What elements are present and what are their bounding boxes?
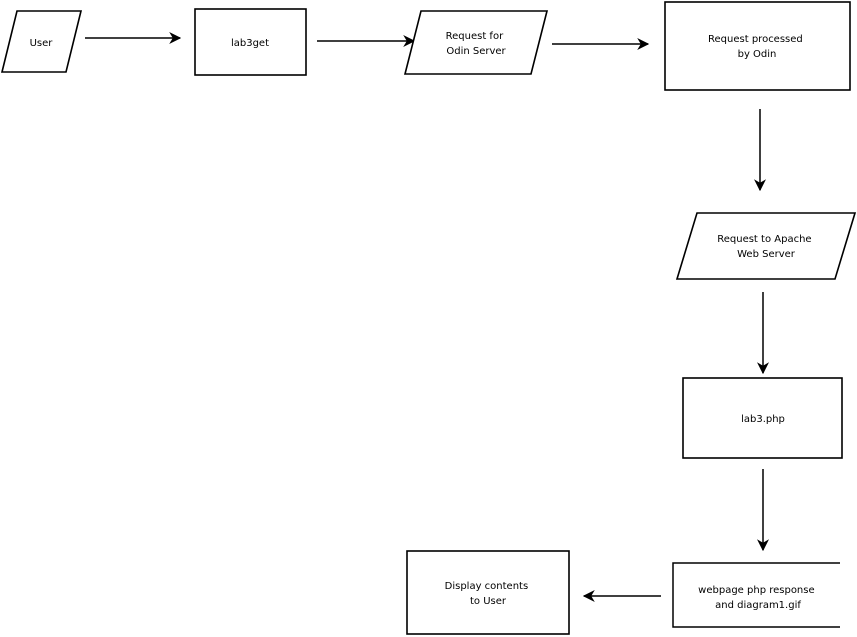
svg-text:lab3.php: lab3.php	[741, 414, 785, 425]
node-webpage-response-label-line-1: webpage php response	[698, 585, 814, 596]
node-user: User	[0, 10, 83, 73]
node-webpage-response-shape	[672, 562, 840, 628]
svg-text:User: User	[30, 38, 54, 49]
node-processed-odin: Request processed by Odin	[664, 1, 851, 91]
svg-text:lab3get: lab3get	[231, 38, 269, 49]
svg-text:webpage php response and: webpage php response and diagram1.gif	[698, 585, 818, 611]
node-processed-odin-shape	[664, 1, 851, 91]
node-processed-odin-label-line-1: Request processed	[708, 34, 803, 45]
node-request-apache-label-line-2: Web Server	[737, 249, 796, 260]
svg-text:Request to Apache Web Se: Request to Apache Web Server	[717, 234, 815, 260]
svg-text:Display contents to User: Display contents to User	[445, 581, 532, 607]
node-processed-odin-label-line-2: by Odin	[738, 49, 777, 60]
node-lab3php-shape	[682, 377, 843, 459]
edges	[85, 32, 769, 602]
node-display-contents-shape	[406, 550, 570, 635]
node-display-contents-label-line-2: to User	[470, 596, 507, 607]
node-lab3php-label: lab3.php	[741, 414, 785, 425]
node-webpage-response-background	[673, 563, 840, 627]
node-webpage-response-label-line-2: and diagram1.gif	[715, 600, 801, 611]
svg-text:Request processed by Odi: Request processed by Odin	[708, 34, 806, 60]
node-webpage-response: webpage php response and diagram1.gif	[672, 562, 840, 628]
node-user-label: User	[30, 38, 54, 49]
node-display-contents: Display contents to User	[406, 550, 570, 635]
node-user-shape	[0, 10, 83, 73]
node-lab3get-label: lab3get	[231, 38, 269, 49]
node-request-odin: Request for Odin Server	[403, 10, 549, 75]
node-lab3get: lab3get	[194, 8, 307, 76]
node-request-apache-label-line-1: Request to Apache	[717, 234, 811, 245]
svg-text:Request for Odin Server: Request for Odin Server	[446, 31, 507, 57]
node-request-apache: Request to Apache Web Server	[675, 212, 857, 280]
node-request-odin-label-line-2: Odin Server	[446, 46, 506, 57]
node-display-contents-label-line-1: Display contents	[445, 581, 529, 592]
node-request-odin-shape	[403, 10, 549, 75]
node-request-apache-shape	[675, 212, 857, 280]
node-request-odin-label-line-1: Request for	[446, 31, 504, 42]
node-lab3php: lab3.php	[682, 377, 843, 459]
node-lab3get-shape	[194, 8, 307, 76]
